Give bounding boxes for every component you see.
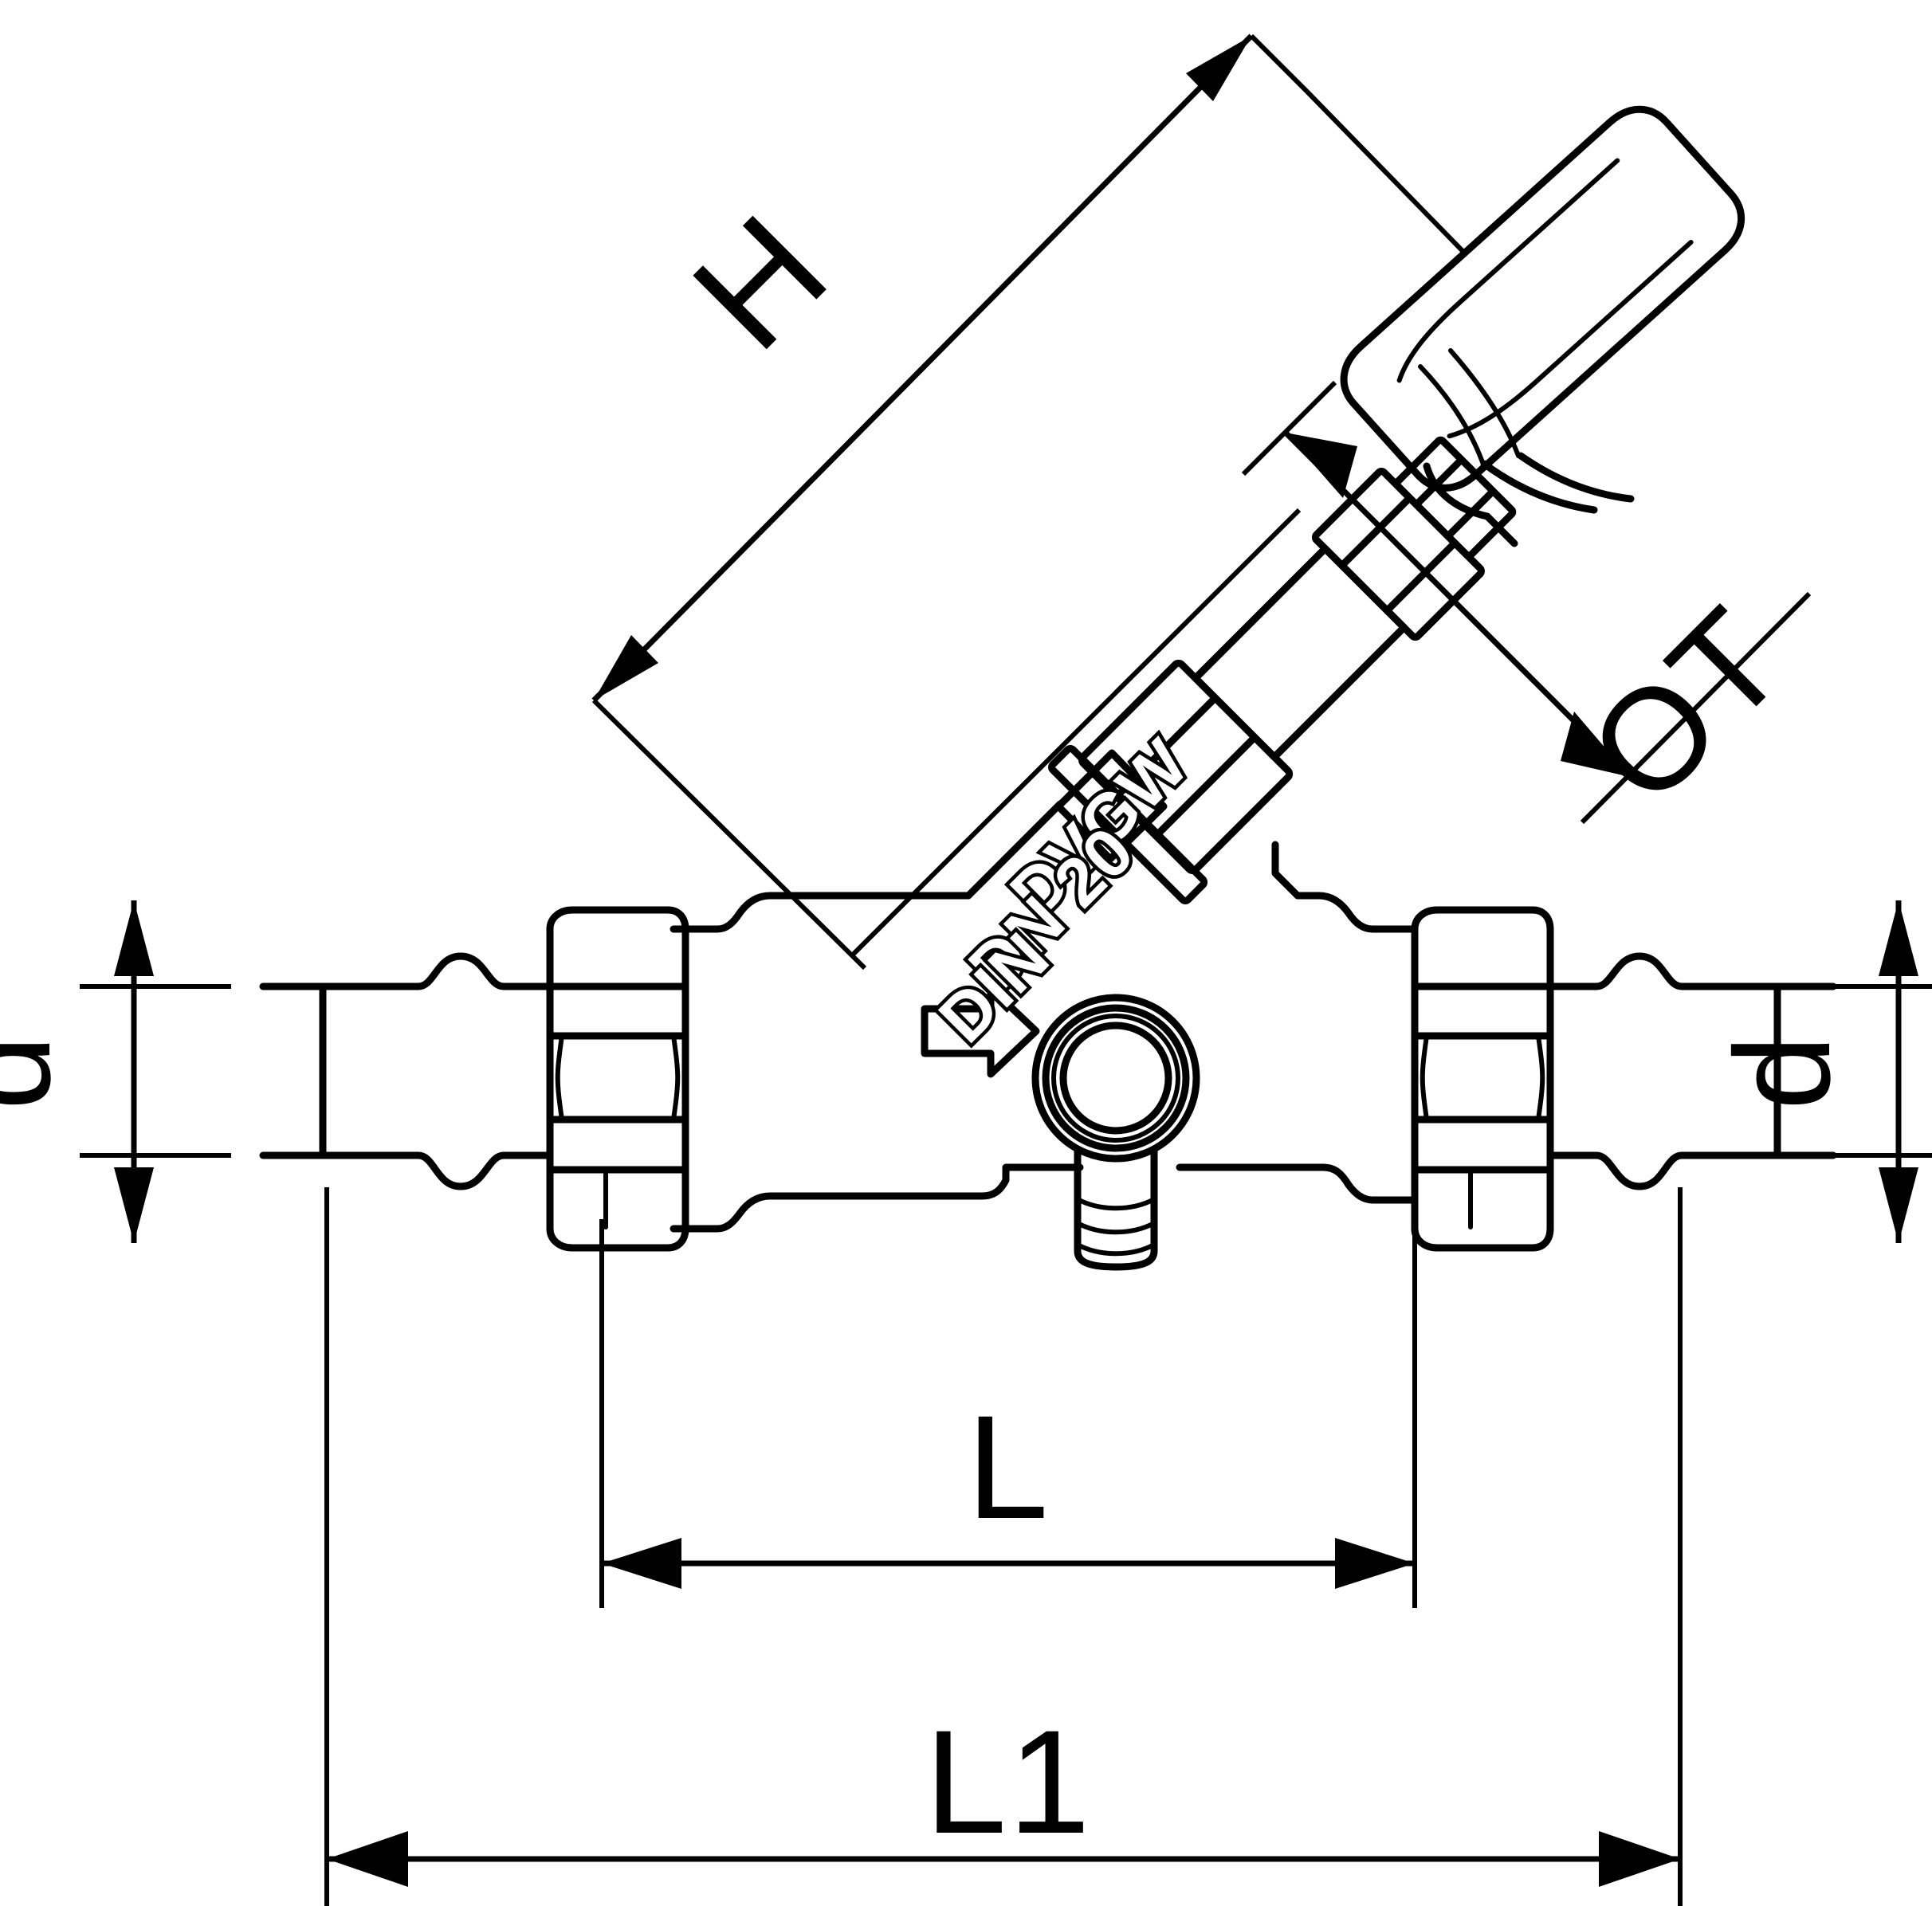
bonnet-assembly xyxy=(1048,436,1517,904)
overall-length-dimension: L1 xyxy=(324,1187,1683,1906)
union-nut-right xyxy=(1411,906,1554,1252)
handwheel xyxy=(1340,105,1745,547)
valve-body xyxy=(670,800,1419,1233)
height-dimension-label: H xyxy=(662,183,859,381)
drain-nipple xyxy=(1074,1179,1158,1271)
bonnet xyxy=(1048,436,1517,904)
pipe-diameter-left: d xyxy=(0,900,231,1243)
drain-port xyxy=(1031,994,1200,1187)
overall-length-dimension-label: L1 xyxy=(925,1700,1092,1865)
flow-direction-arrow xyxy=(921,984,1040,1078)
face-to-face-dimension: L xyxy=(599,1219,1417,1608)
pipe-diameter-right-label: d xyxy=(1707,1033,1859,1111)
union-nut-left xyxy=(546,906,689,1252)
height-dimension: H xyxy=(591,33,1469,971)
ot-dimension: OT xyxy=(1241,380,1816,835)
pipe-diameter-left-label: d xyxy=(0,1033,79,1111)
pipe-diameter-right: d xyxy=(1707,900,1932,1243)
face-to-face-dimension-label: L xyxy=(967,1386,1050,1550)
ot-dimension-label: OT xyxy=(1559,578,1816,835)
press-fit-end-left xyxy=(259,952,554,1190)
